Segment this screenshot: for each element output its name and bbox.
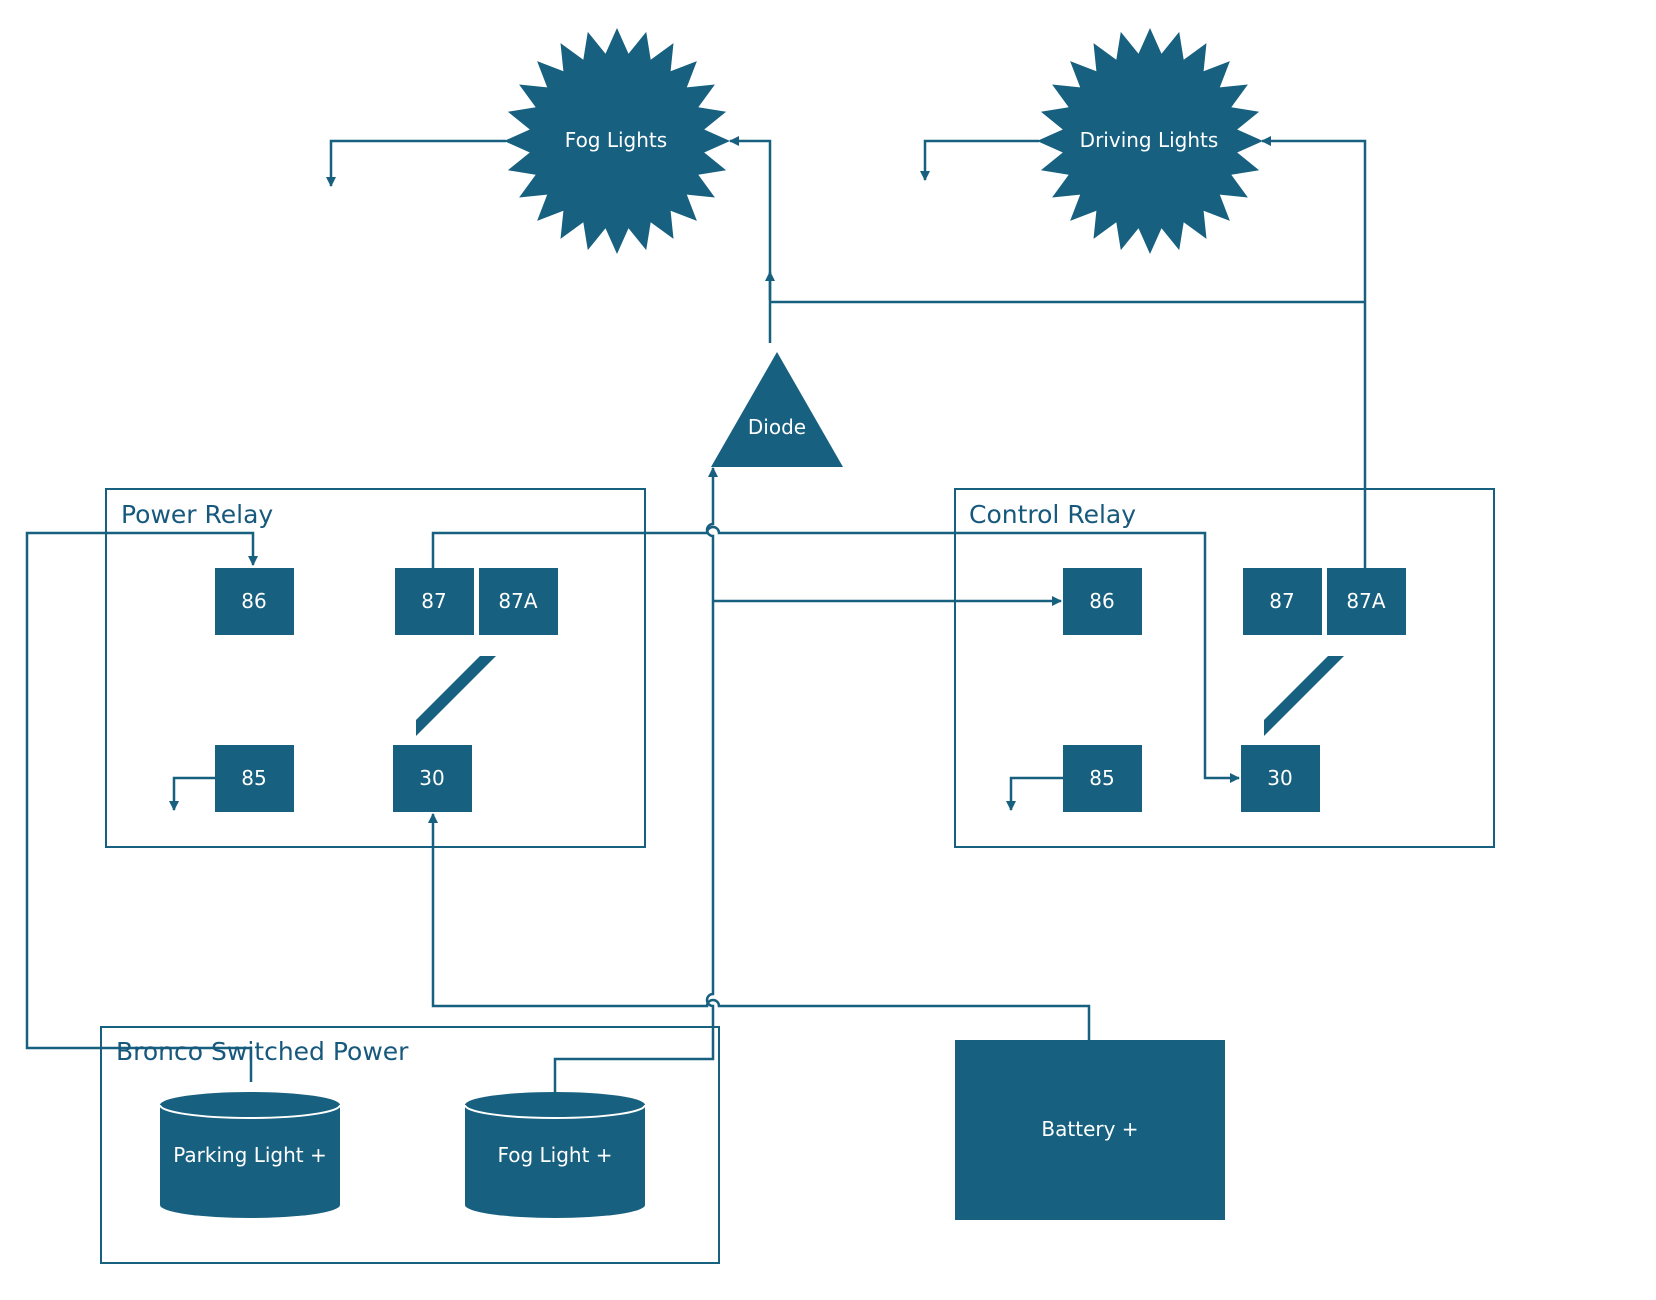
- control-relay-pin-87a-label: 87A: [1346, 589, 1385, 613]
- battery-source: Battery +: [955, 1040, 1225, 1220]
- fog-light-source: Fog Light +: [464, 1092, 646, 1218]
- wire-87-to-control-relay-30: [431, 525, 1240, 783]
- fog-light-cylinder-icon: [465, 1092, 645, 1218]
- fog-lights-label: Fog Lights: [565, 128, 667, 152]
- wire-control-relay-85-ground: [1006, 776, 1063, 811]
- control-relay-pin-87a: 87A: [1327, 568, 1406, 635]
- parking-light-source: Parking Light +: [159, 1092, 341, 1218]
- power-relay-pin-85-label: 85: [241, 766, 266, 790]
- wire-battery-to-power-relay-30: [428, 813, 1091, 1040]
- bronco-switched-power-frame: [100, 1026, 720, 1264]
- control-relay-pin-87-label: 87: [1269, 589, 1294, 613]
- power-relay-pin-87: 87: [395, 568, 474, 635]
- wire-driving-lights-ground: [920, 139, 1039, 181]
- power-relay-pin-87a: 87A: [479, 568, 558, 635]
- power-relay-pin-85: 85: [215, 745, 294, 812]
- control-relay-pin-30-label: 30: [1267, 766, 1292, 790]
- fog-lights-burst-icon: [504, 28, 730, 254]
- driving-lights-burst-icon: [1037, 28, 1263, 254]
- power-relay-pin-87a-label: 87A: [498, 589, 537, 613]
- wire-diode-to-fog-lights: [729, 136, 772, 343]
- power-relay-pin-87-label: 87: [421, 589, 446, 613]
- driving-lights-label: Driving Lights: [1080, 128, 1219, 152]
- power-relay-title: Power Relay: [121, 500, 273, 529]
- control-relay-pin-85: 85: [1063, 745, 1142, 812]
- wire-power-relay-85-ground: [169, 776, 215, 811]
- power-relay-pin-86-label: 86: [241, 589, 266, 613]
- power-relay-pin-30: 30: [393, 745, 472, 812]
- control-relay-frame: [954, 488, 1495, 848]
- control-relay-pin-85-label: 85: [1089, 766, 1114, 790]
- wire-fog-lights-ground: [326, 139, 506, 187]
- power-relay-frame: [105, 488, 646, 848]
- battery-label: Battery +: [1041, 1117, 1138, 1141]
- control-relay-pin-86: 86: [1063, 568, 1142, 635]
- wire-87a-to-driving-lights: [1261, 136, 1367, 568]
- bronco-switched-power-title: Bronco Switched Power: [116, 1037, 409, 1066]
- fog-light-source-label: Fog Light +: [497, 1143, 612, 1167]
- parking-light-label: Parking Light +: [173, 1143, 327, 1167]
- control-relay-title: Control Relay: [969, 500, 1136, 529]
- diode-triangle-icon: [711, 352, 843, 467]
- diode-label: Diode: [748, 415, 806, 439]
- wire-fog-light-source-to-diode: [553, 467, 718, 1092]
- control-relay-pin-30: 30: [1241, 745, 1320, 812]
- control-relay-pin-87: 87: [1243, 568, 1322, 635]
- power-relay-pin-86: 86: [215, 568, 294, 635]
- control-relay-pin-86-label: 86: [1089, 589, 1114, 613]
- power-relay-switch-blade: [416, 656, 496, 736]
- wire-parking-light-to-86: [25, 531, 258, 1082]
- parking-light-cylinder-icon: [160, 1092, 340, 1218]
- control-relay-switch-blade: [1264, 656, 1344, 736]
- power-relay-pin-30-label: 30: [419, 766, 444, 790]
